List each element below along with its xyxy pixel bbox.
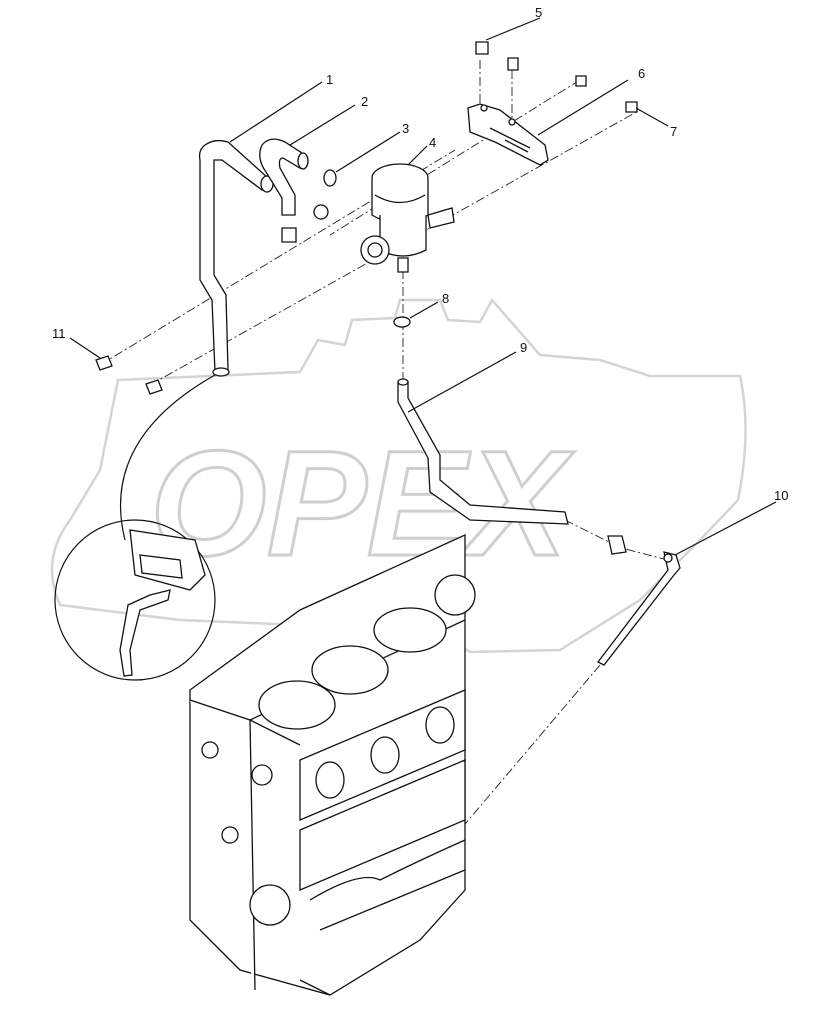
callout-2: 2	[361, 94, 368, 109]
part-2-elbow-hose	[259, 138, 309, 243]
callout-11: 11	[52, 326, 66, 341]
callout-8: 8	[442, 291, 449, 306]
part-9-tube	[397, 378, 627, 555]
part-3-clamp	[313, 169, 337, 220]
part-1-hose	[198, 139, 274, 377]
callout-1: 1	[326, 72, 333, 87]
callout-labels: 1 2 3 4 5 6 7 8 9 10 11	[52, 5, 788, 503]
leader-lines	[69, 17, 777, 556]
engine-block	[189, 533, 476, 996]
part-10-tube	[597, 551, 681, 666]
callout-10: 10	[774, 488, 788, 503]
callout-6: 6	[638, 66, 645, 81]
watermark-logo: OPEX	[50, 297, 747, 654]
callout-3: 3	[402, 121, 409, 136]
part-5-bolt	[475, 41, 519, 71]
detail-inset	[54, 374, 216, 681]
part-8-clamp	[393, 316, 411, 328]
part-4-breather	[360, 163, 455, 273]
watermark-gear-outline	[50, 297, 747, 654]
callout-4: 4	[429, 135, 436, 150]
part-7-nut	[575, 75, 638, 113]
callout-7: 7	[670, 124, 677, 139]
callout-9: 9	[520, 340, 527, 355]
watermark-text: OPEX	[150, 419, 575, 587]
part-11-bolt	[95, 355, 163, 395]
callout-5: 5	[535, 5, 542, 20]
part-6-bracket	[467, 103, 549, 166]
